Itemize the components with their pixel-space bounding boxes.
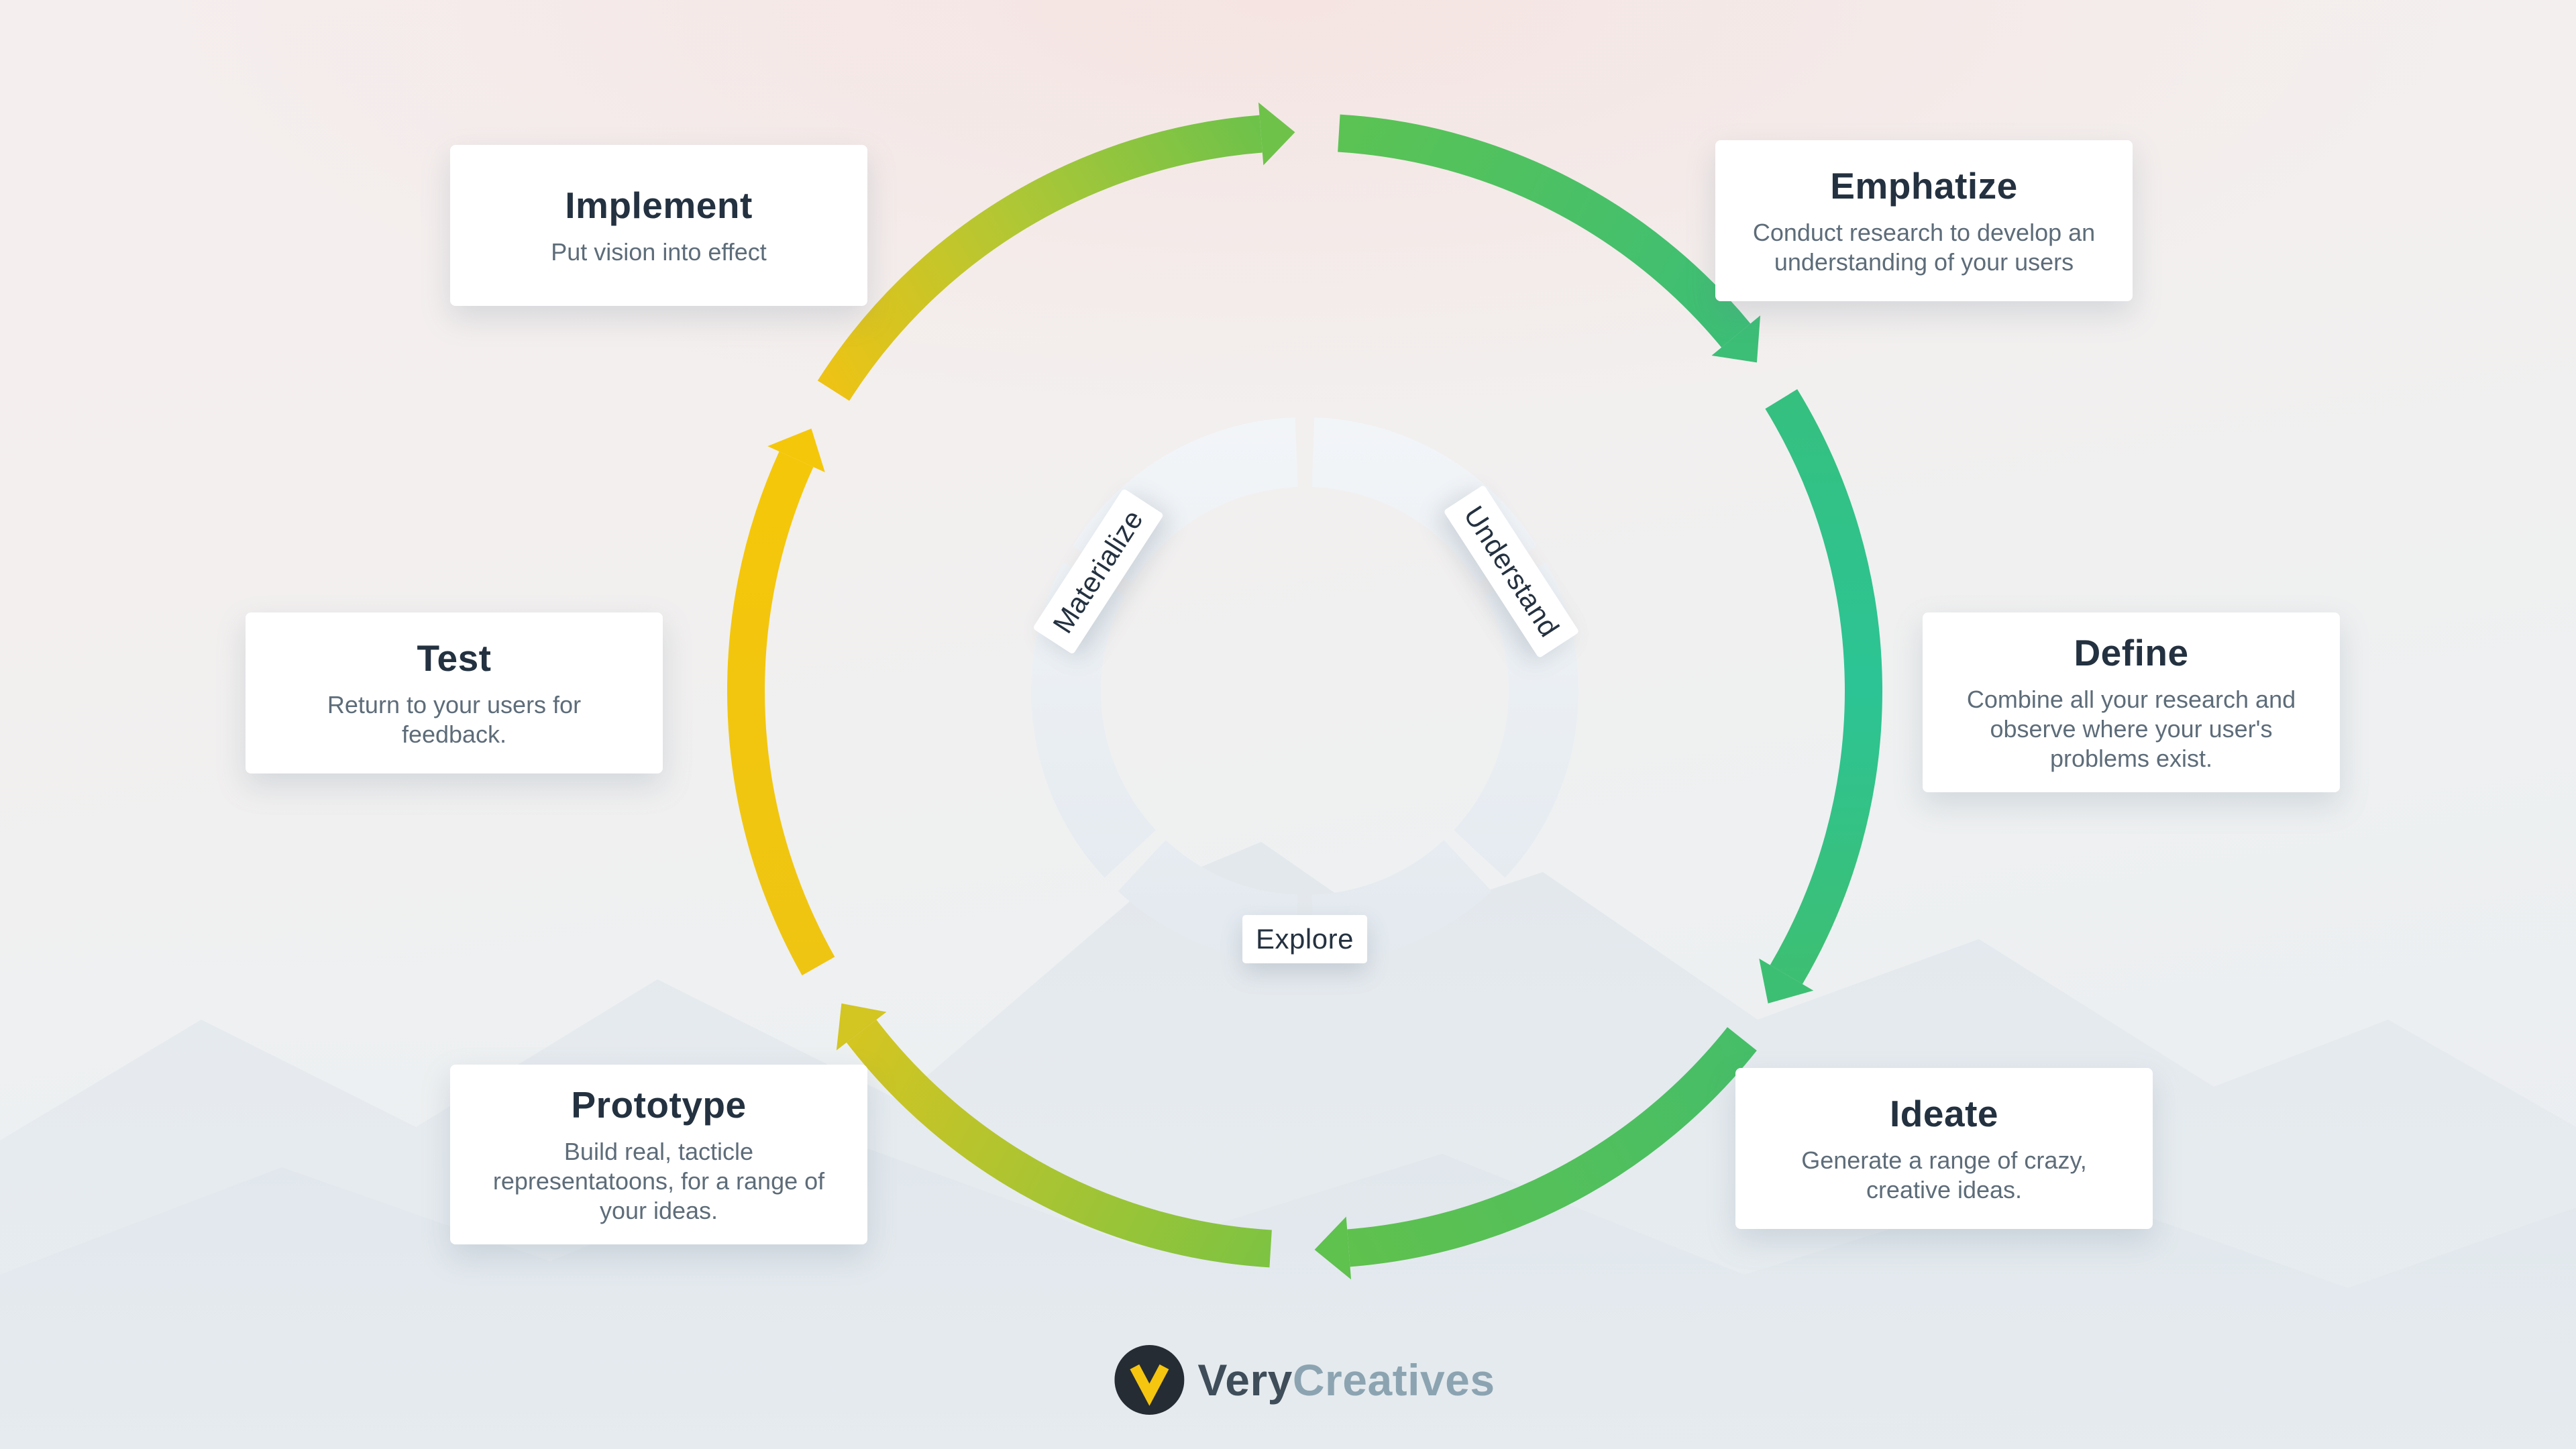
card-implement: Implement Put vision into effect (450, 145, 867, 306)
verycreatives-logo-icon (1114, 1345, 1185, 1415)
card-prototype-title: Prototype (571, 1084, 747, 1126)
logo-text-very: Very (1197, 1355, 1293, 1405)
card-define-body: Combine all your research and observe wh… (1966, 686, 2296, 772)
card-prototype: Prototype Build real, tacticle represent… (450, 1065, 867, 1244)
card-emphatize: Emphatize Conduct research to develop an… (1715, 140, 2133, 301)
card-emphatize-title: Emphatize (1830, 165, 2018, 207)
card-define: Define Combine all your research and obs… (1923, 612, 2340, 792)
logo-wordmark: VeryCreatives (1197, 1354, 1495, 1405)
card-prototype-body: Build real, tacticle representatoons, fo… (492, 1138, 825, 1224)
card-emphatize-body: Conduct research to develop an understan… (1752, 219, 2096, 276)
logo-text-creatives: Creatives (1292, 1355, 1495, 1405)
card-define-title: Define (2074, 632, 2189, 674)
verycreatives-logo: VeryCreatives (1114, 1345, 1495, 1415)
card-ideate-body: Generate a range of crazy, creative idea… (1801, 1146, 2087, 1203)
inner-label-explore: Explore (1242, 915, 1367, 963)
card-implement-body: Put vision into effect (551, 238, 767, 266)
card-test-body: Return to your users for feedback. (327, 691, 582, 748)
card-test-title: Test (417, 637, 492, 680)
card-ideate: Ideate Generate a range of crazy, creati… (1735, 1068, 2153, 1229)
card-ideate-title: Ideate (1890, 1093, 1998, 1135)
card-implement-title: Implement (565, 184, 753, 227)
card-test: Test Return to your users for feedback. (246, 612, 663, 773)
